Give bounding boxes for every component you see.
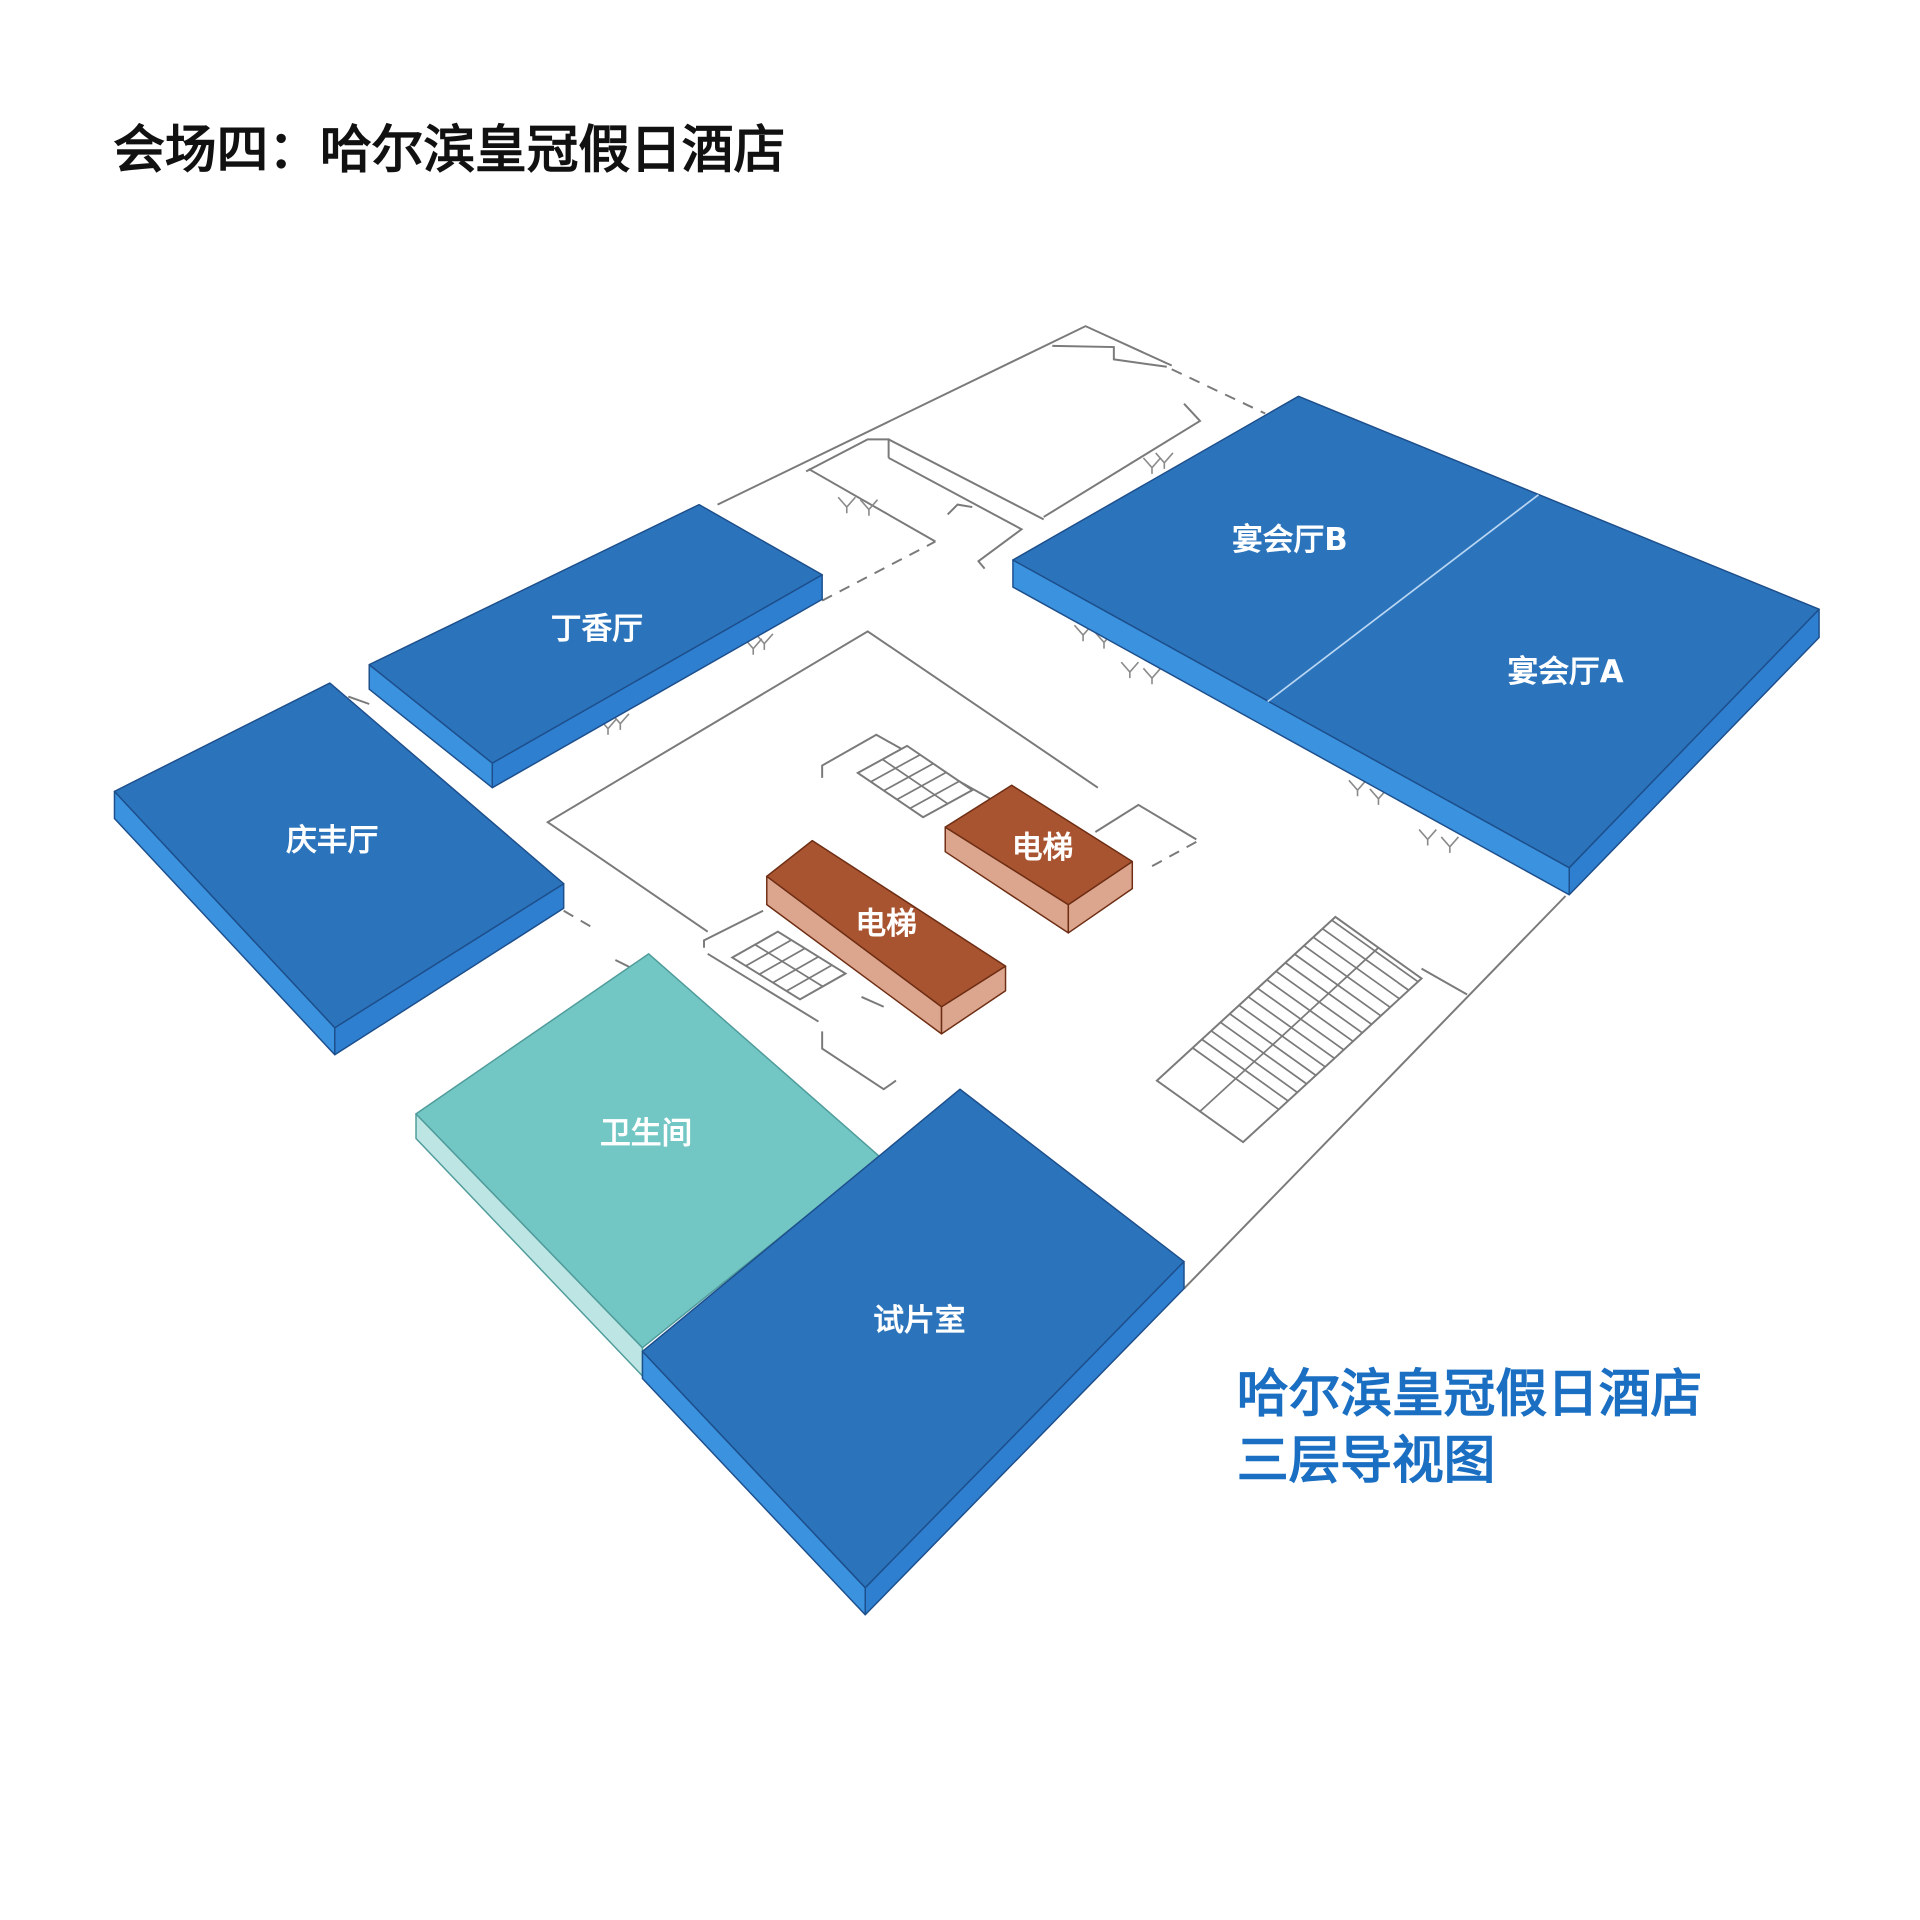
wall	[888, 438, 1045, 521]
qingfeng-hall-block[interactable]: 庆丰厅	[113, 682, 565, 1056]
door-mark	[1348, 779, 1367, 797]
guide-hotel-name: 哈尔滨皇冠假日酒店	[1237, 1365, 1702, 1425]
door-mark	[1142, 667, 1162, 685]
wall	[1094, 803, 1197, 841]
door-mark	[1440, 836, 1460, 853]
guide-floor-title: 三层导视图	[1237, 1431, 1495, 1491]
wall	[1052, 344, 1167, 368]
floor-edge	[1183, 895, 1567, 1290]
wall	[888, 456, 1024, 570]
atrium-wall	[545, 630, 1099, 933]
wall-dashed	[1171, 368, 1266, 415]
stairs-layer	[730, 744, 1424, 1144]
doors-layer	[598, 452, 1460, 853]
door-mark	[755, 633, 774, 650]
door-mark	[837, 496, 856, 514]
wall	[821, 1031, 897, 1091]
wall-dashed	[563, 909, 594, 929]
wall	[1421, 967, 1468, 996]
screening-room-top[interactable]	[641, 1088, 1185, 1589]
wall-dashed	[1146, 840, 1197, 870]
room-label-qingfeng-hall: 庆丰厅	[286, 822, 378, 858]
door-mark	[859, 499, 879, 516]
wall-dashed	[821, 540, 936, 602]
page-title: 会场四：哈尔滨皇冠假日酒店	[113, 120, 785, 180]
room-label-elevator-1: 电梯	[1012, 830, 1074, 866]
elevator-block-large[interactable]: 电梯	[766, 839, 1007, 1035]
lilac-hall-top[interactable]	[368, 503, 823, 764]
wall	[946, 503, 973, 516]
qingfeng-hall-top[interactable]	[113, 682, 565, 1029]
wall	[861, 996, 885, 1008]
door-mark	[1120, 661, 1140, 679]
wall	[703, 909, 764, 948]
elevator-block-small[interactable]: 电梯	[944, 784, 1134, 934]
room-label-banquet-b: 宴会厅B	[1232, 522, 1348, 558]
room-label-screening-room: 试片室	[873, 1302, 965, 1338]
stair-rail	[881, 758, 949, 805]
screening-room-block[interactable]: 试片室	[641, 1088, 1185, 1616]
stair-rail	[754, 943, 824, 988]
banquet-hall-divider	[1267, 494, 1539, 703]
stair-rail	[1199, 947, 1380, 1113]
door-mark	[1155, 452, 1174, 469]
banquet-hall-top[interactable]	[1012, 395, 1820, 869]
door-mark	[1418, 829, 1437, 846]
floor-plan-walls	[347, 325, 1567, 1290]
elevator-large-top[interactable]	[766, 839, 1007, 1008]
room-label-banquet-a: 宴会厅A	[1508, 654, 1624, 690]
wall	[707, 953, 819, 1023]
lilac-hall-block[interactable]: 丁香厅	[368, 503, 823, 789]
room-label-elevator-2: 电梯	[855, 906, 917, 942]
wall	[805, 438, 890, 473]
wall	[1043, 403, 1202, 518]
room-label-lilac-hall: 丁香厅	[551, 611, 643, 647]
banquet-hall-block[interactable]: 宴会厅B 宴会厅A	[1012, 395, 1820, 896]
room-label-restroom: 卫生间	[600, 1115, 692, 1151]
elevator-small-top[interactable]	[944, 784, 1134, 906]
wall	[347, 695, 370, 705]
door-mark	[1142, 457, 1162, 474]
wall	[614, 959, 631, 969]
wall	[717, 325, 1173, 506]
